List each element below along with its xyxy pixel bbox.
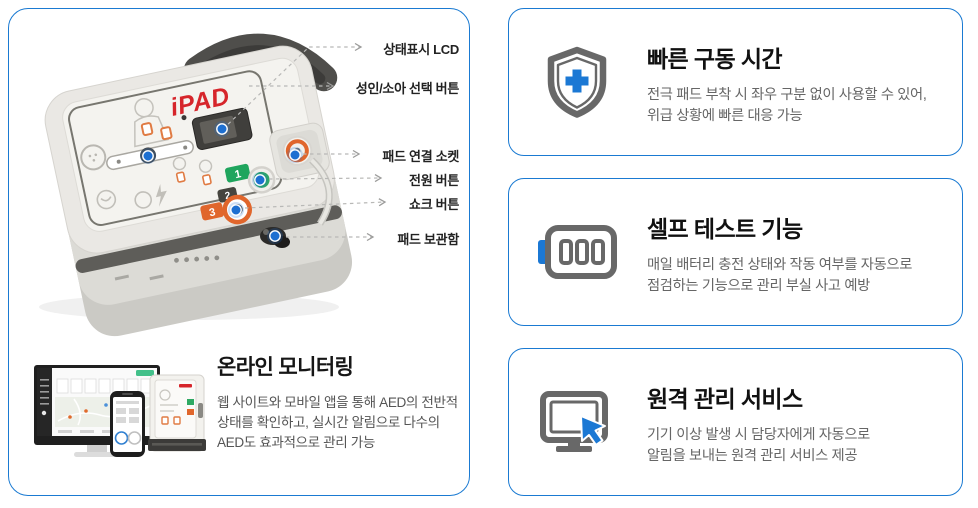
cpr-pictograms	[96, 189, 152, 210]
monitoring-desc-line: 상태를 확인하고, 실시간 알림으로 다수의	[217, 415, 440, 430]
remote-monitor-icon	[535, 390, 619, 454]
pad-socket-ring	[285, 139, 309, 163]
aed-device-illustration: iPAD 1 2 3	[39, 33, 469, 337]
side-vent	[149, 274, 164, 281]
smartphone	[110, 391, 145, 457]
marker-dot-slider	[140, 148, 156, 164]
callout-lines	[222, 47, 385, 237]
callout-line-shock	[244, 202, 385, 209]
callout-label-adult-child: 성인/소아 선택 버튼	[355, 81, 460, 96]
feature-description: 기기 이상 발생 시 담당자에게 자동으로 알림을 보내는 원격 관리 서비스 …	[647, 425, 938, 467]
mini-pad-icon	[175, 171, 186, 183]
marker-dot-socket	[287, 147, 303, 163]
aed-cabinet	[148, 374, 206, 452]
feature-description: 매일 배터리 충전 상태와 작동 여부를 자동으로 점검하는 기능으로 관리 부…	[647, 255, 938, 297]
callout-label-power-button: 전원 버튼	[409, 173, 459, 188]
monitoring-description: 웹 사이트와 모바일 앱을 통해 AED의 전반적 상태를 확인하고, 실시간 …	[217, 393, 459, 453]
step2-number: 2	[224, 190, 232, 202]
monitoring-devices-illustration	[34, 365, 206, 457]
feature-desc-line: 알림을 보내는 원격 관리 서비스 제공	[647, 447, 858, 464]
feature-desc-line: 위급 상황에 빠른 대응 가능	[647, 107, 803, 124]
feature-card-fast-startup: 빠른 구동 시간 전극 패드 부착 시 좌우 구분 없이 사용할 수 있어, 위…	[508, 8, 963, 156]
feature-card-self-test: 셀프 테스트 기능 매일 배터리 충전 상태와 작동 여부를 자동으로 점검하는…	[508, 178, 963, 326]
lcd-indicator	[181, 115, 187, 121]
callout-label-status-lcd: 상태표시 LCD	[383, 42, 459, 57]
feature-desc-line: 전극 패드 부착 시 좌우 구분 없이 사용할 수 있어,	[647, 86, 927, 103]
mini-pad-icon	[202, 174, 212, 186]
speaker-dot	[94, 153, 98, 157]
marker-dot-power	[252, 172, 268, 188]
feature-title: 빠른 구동 시간	[647, 45, 783, 72]
speaker-dot	[92, 158, 96, 162]
speaker-dot	[88, 154, 92, 158]
monitoring-desc-line: AED도 효과적으로 관리 가능	[217, 435, 375, 450]
callout-marker-dots	[140, 121, 303, 244]
feature-card-remote-management: 원격 관리 서비스 기기 이상 발생 시 담당자에게 자동으로 알림을 보내는 …	[508, 348, 963, 496]
feature-desc-line: 매일 배터리 충전 상태와 작동 여부를 자동으로	[647, 256, 912, 273]
step3-tag	[200, 202, 224, 221]
marker-dot-lcd	[214, 121, 230, 137]
pad-icon	[140, 122, 154, 137]
device-side-stripe	[75, 205, 342, 273]
slider-child-mark	[183, 145, 188, 150]
step1-tag	[224, 163, 251, 183]
feature-card-list: 빠른 구동 시간 전극 패드 부착 시 좌우 구분 없이 사용할 수 있어, 위…	[508, 8, 963, 496]
callout-label-pad-socket: 패드 연결 소켓	[382, 149, 459, 164]
speaker-icon	[80, 144, 107, 171]
step1-number: 1	[234, 168, 242, 181]
feature-desc-line: 기기 이상 발생 시 담당자에게 자동으로	[647, 426, 870, 443]
panel-outline	[68, 70, 283, 226]
device-overview-panel: iPAD 1 2 3	[8, 8, 470, 496]
front-edge-dots	[174, 255, 220, 263]
callout-label-shock-button: 쇼크 버튼	[409, 197, 459, 212]
side-vent	[114, 274, 130, 281]
mini-figures-illustration	[172, 156, 213, 173]
callout-label-pad-storage: 패드 보관함	[397, 232, 459, 247]
pad-cable	[310, 158, 332, 225]
feature-desc-line: 점검하는 기능으로 관리 부실 사고 예방	[647, 277, 870, 294]
feature-title: 셀프 테스트 기능	[647, 215, 803, 242]
slider-adult-mark	[116, 159, 121, 164]
battery-icon	[535, 224, 619, 280]
shield-plus-icon	[535, 45, 619, 119]
shock-pictogram	[155, 184, 167, 207]
online-monitoring-section: 온라인 모니터링 웹 사이트와 모바일 앱을 통해 AED의 전반적 상태를 확…	[9, 349, 469, 489]
feature-description: 전극 패드 부착 시 좌우 구분 없이 사용할 수 있어, 위급 상황에 빠른 …	[647, 85, 938, 127]
marker-dot-storage	[267, 228, 283, 244]
pad-icon	[160, 126, 173, 141]
step3-number: 3	[208, 206, 216, 219]
monitoring-title: 온라인 모니터링	[217, 356, 354, 379]
monitoring-desc-line: 웹 사이트와 모바일 앱을 통해 AED의 전반적	[217, 395, 458, 410]
callout-line-power	[268, 178, 381, 179]
feature-title: 원격 관리 서비스	[647, 385, 803, 412]
marker-dot-shock	[228, 202, 244, 218]
